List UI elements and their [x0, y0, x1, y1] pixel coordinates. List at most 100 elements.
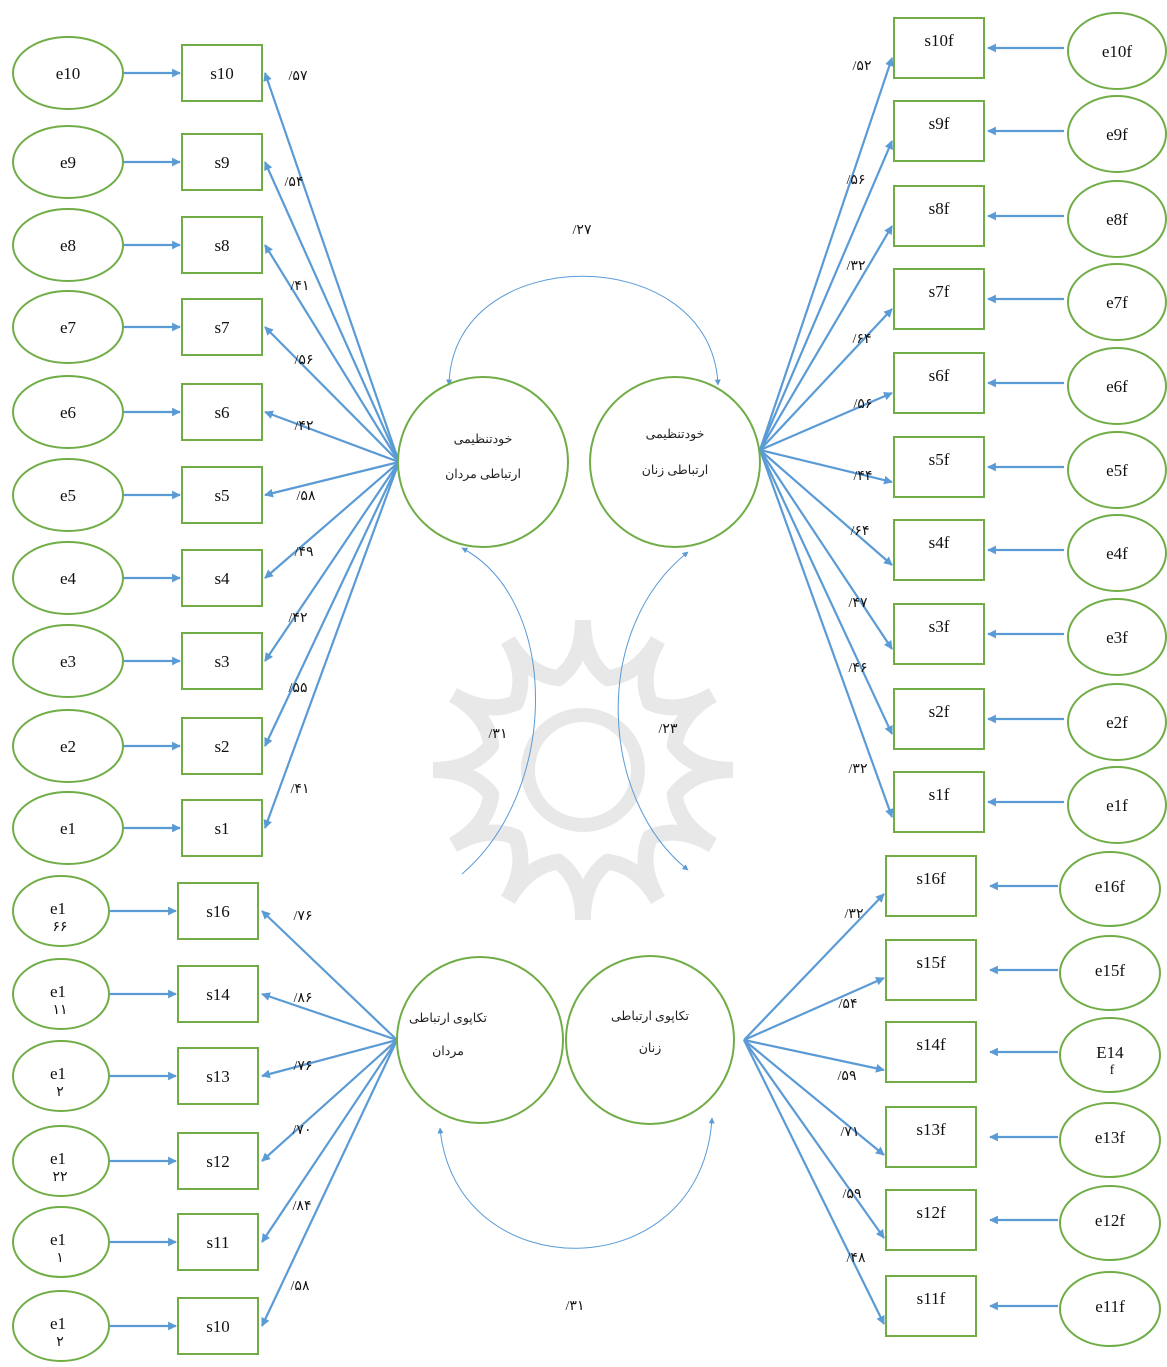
indicator-box: [177, 882, 259, 940]
loading-coef: /۶۴: [851, 524, 870, 539]
error-ellipse: [1067, 431, 1167, 509]
loading-arrow: [758, 449, 894, 818]
loading-arrow: [261, 1038, 398, 1079]
error-label: e5f: [1106, 461, 1128, 480]
loading-coef: /۳۲: [849, 762, 868, 777]
correlation-curve-men: [461, 547, 536, 875]
loading-arrow: [264, 461, 400, 662]
loading-arrow: [743, 1039, 885, 1239]
error-ellipse: [1067, 263, 1167, 341]
indicator-box: [885, 1021, 977, 1083]
loading-arrow: [261, 1039, 398, 1327]
correlation-curve-effort: [437, 1117, 715, 1249]
loading-coef: /۵۶: [847, 173, 866, 188]
error-label: e9f: [1106, 125, 1128, 144]
latent-effort-women: تکاپوی ارتباطی زنان: [565, 955, 735, 1125]
error-label-sub: ۶۶: [52, 920, 67, 935]
arrows-layer: [110, 43, 1064, 1331]
indicator-label: s8f: [929, 199, 950, 218]
watermark-petal: [432, 737, 500, 803]
indicator-label: s15f: [916, 953, 946, 972]
indicator-label: s11f: [917, 1289, 946, 1308]
indicator-box: [885, 1106, 977, 1168]
watermark-ring: [521, 708, 645, 832]
indicator-box: [893, 519, 985, 581]
error-ellipse: [12, 375, 124, 449]
indicator-box: [893, 268, 985, 330]
indicator-label: s10: [210, 64, 234, 83]
loading-coef: /۴۴: [854, 469, 873, 484]
latent-subtitle: مردان: [432, 1044, 464, 1059]
error-ellipse: [12, 791, 124, 865]
loading-coef: /۷۱: [841, 1125, 860, 1140]
error-ellipse: [1059, 851, 1161, 927]
loading-arrow: [743, 1039, 885, 1156]
error-label: e1f: [1106, 796, 1128, 815]
loading-coef: /۴۷: [849, 596, 868, 611]
loading-arrow: [264, 460, 400, 498]
loading-arrow: [743, 1039, 885, 1325]
indicator-box: [181, 133, 263, 191]
loading-coef: /۵۸: [291, 1279, 310, 1294]
indicator-men-s4: e4 s4: [12, 541, 263, 615]
error-label: e7: [60, 318, 77, 337]
indicator-box: [893, 17, 985, 79]
loading-arrow: [758, 57, 894, 451]
indicator-box: [181, 466, 263, 524]
loading-coef: /۵۶: [295, 353, 314, 368]
error-label: e13f: [1095, 1128, 1126, 1147]
loading-coef: /۵۹: [843, 1187, 862, 1202]
correlation-curve-women: [617, 551, 689, 871]
loading-coef: /۴۱: [291, 782, 310, 797]
error-label: E14: [1096, 1043, 1124, 1062]
error-label: e1: [50, 982, 66, 1001]
error-label: e15f: [1095, 961, 1126, 980]
error-ellipse: [1067, 514, 1167, 592]
loading-arrow: [759, 448, 893, 485]
indicator-box: [885, 855, 977, 917]
coef-top-self-reg: /۲۷: [573, 223, 592, 238]
loading-arrow: [264, 410, 400, 464]
indicator-label: s13: [206, 1067, 230, 1086]
indicator-label: s4: [214, 569, 230, 588]
indicator-label: s2f: [929, 702, 950, 721]
error-label: e1: [50, 1064, 66, 1083]
error-ellipse: [1067, 766, 1167, 844]
error-label-sub: ۱: [56, 1251, 64, 1266]
error-label-sub: f: [1110, 1063, 1115, 1078]
loading-coef: /۵۸: [297, 489, 316, 504]
loading-coef: /۴۱: [291, 279, 310, 294]
loading-arrow: [759, 449, 893, 650]
error-label: e4: [60, 569, 77, 588]
loading-arrow: [758, 140, 894, 451]
latent-subtitle: زنان: [639, 1041, 662, 1056]
error-label: e3f: [1106, 628, 1128, 647]
error-label-sub: ۲: [56, 1085, 64, 1100]
loading-coef: /۷۶: [294, 909, 313, 924]
error-ellipse: [12, 458, 124, 532]
loading-coef: /۵۹: [838, 1069, 857, 1084]
loading-coef: /۵۷: [289, 69, 308, 84]
watermark-petal: [642, 786, 718, 853]
loading-arrow: [261, 992, 398, 1042]
loading-arrow: [759, 391, 893, 452]
loading-coef: /۷۶: [294, 1059, 313, 1074]
indicator-box: [181, 216, 263, 274]
error-label: e1: [50, 1314, 66, 1333]
latent-subtitle: ارتباطی مردان: [445, 467, 521, 482]
loading-arrow: [743, 1038, 885, 1073]
